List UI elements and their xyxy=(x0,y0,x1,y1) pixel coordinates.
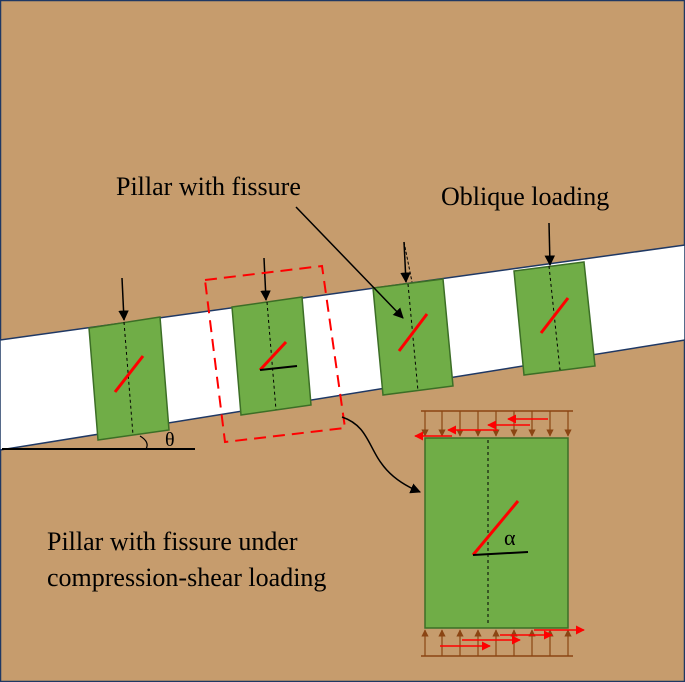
pillar-1 xyxy=(88,277,170,441)
fissure-2 xyxy=(258,340,288,372)
fissure-2-reference-line xyxy=(259,365,298,371)
arrow-down-icon xyxy=(400,241,411,284)
bottom-normal-loads xyxy=(421,629,573,657)
top-normal-loads xyxy=(421,410,573,437)
top-shear-loads xyxy=(414,414,548,441)
detail-pillar: α xyxy=(424,437,569,629)
label-compression-shear-line2: compression-shear loading xyxy=(47,563,327,592)
label-compression-shear-line1: Pillar with fissure under xyxy=(47,527,298,556)
pillar-3 xyxy=(372,241,454,396)
bottom-shear-loads xyxy=(440,625,585,651)
theta-label: θ xyxy=(165,429,175,451)
fissure-4 xyxy=(539,297,570,334)
fissure-3 xyxy=(397,313,429,352)
coal-seam xyxy=(0,244,685,451)
oblique-load-direction xyxy=(403,241,413,283)
label-pillar-with-fissure: Pillar with fissure xyxy=(116,172,301,201)
arrow-down-icon xyxy=(118,277,129,322)
detail-reference-line xyxy=(472,551,529,556)
highlight-box xyxy=(203,264,347,444)
arrow-down-icon xyxy=(544,222,556,267)
label-oblique-loading: Oblique loading xyxy=(441,182,610,211)
fissure-1 xyxy=(113,355,145,393)
inclination-angle: θ xyxy=(2,429,195,451)
arrow-down-icon xyxy=(260,257,271,302)
arrow-icon xyxy=(341,416,421,494)
pillar-4 xyxy=(513,222,596,376)
detail-fissure xyxy=(471,500,520,556)
arrow-icon xyxy=(295,206,404,319)
pillar-2 xyxy=(231,257,312,416)
alpha-label: α xyxy=(504,525,516,550)
